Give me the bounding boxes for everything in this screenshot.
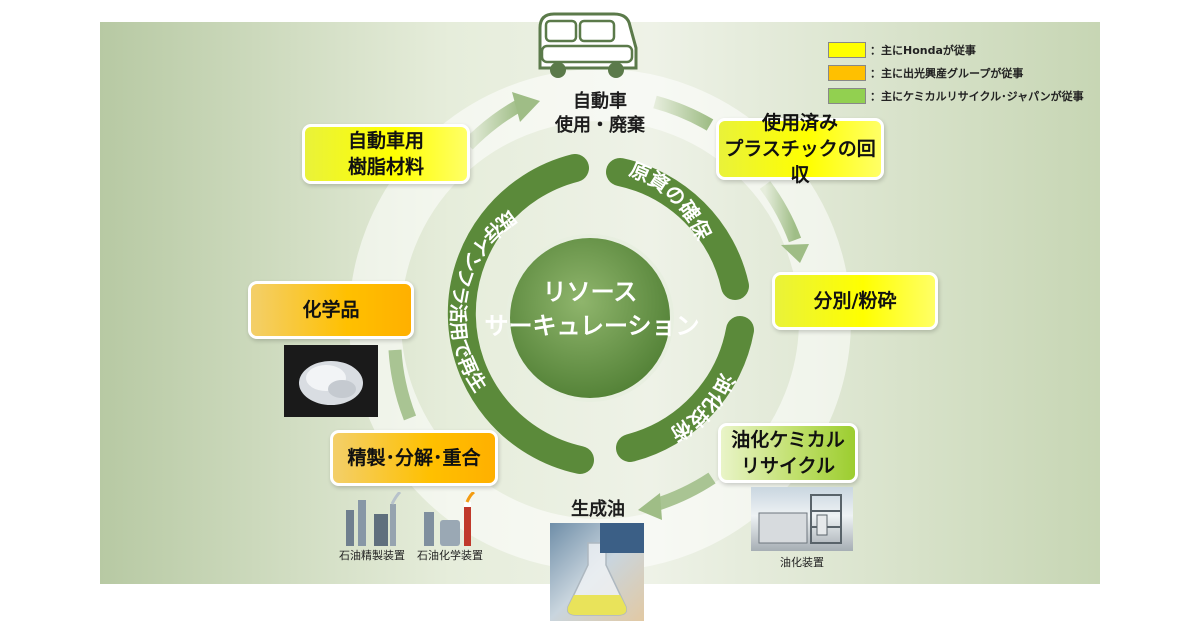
node-generated-oil: 生成油 [548,498,648,522]
flow-arrows [388,92,809,520]
node-car: 自動車 使用・廃棄 [540,90,660,138]
flow-arrow-head [781,244,809,263]
inner-ring [447,154,754,474]
node-auto-resin: 自動車用 樹脂材料 [302,124,470,184]
legend-swatch-yellow [828,42,866,58]
legend-item-idemitsu: ：主に出光興産グループが従事 [828,63,1084,83]
caption-petrochemical: 石油化学装置 [417,549,483,562]
oil-flask-photo [550,523,644,621]
center-title-line1: リソース [543,278,638,306]
center-title-line2: サーキュレーション [484,312,699,340]
refinery-illustration [340,492,406,546]
node-collection-line1: 使用済み [761,112,838,134]
legend: ：主にHondaが従事 ：主に出光興産グループが従事 ：主にケミカルリサイクル･… [828,40,1084,109]
node-car-line2: 使用・廃棄 [555,115,645,136]
chemicals-photo [284,345,378,417]
caption-oil-unit: 油化装置 [780,556,824,569]
flow-arrow-collection-to-sorting [759,181,802,243]
legend-item-honda: ：主にHondaが従事 [828,40,1084,60]
node-plastic-collection: 使用済み プラスチックの回収 [716,112,884,186]
flow-arrow-car-to-collection [653,95,714,131]
petrochemical-illustration [418,492,484,546]
node-resin-line1: 自動車用 [347,130,424,152]
ring-segment-resource [606,158,749,300]
flow-arrow-refine-to-chemicals [388,349,417,421]
node-car-line1: 自動車 [573,91,627,112]
node-refine: 精製･分解･重合 [330,430,498,486]
oil-unit-photo [751,487,853,551]
node-chemicals: 化学品 [248,281,414,339]
legend-item-cj: ：主にケミカルリサイクル･ジャパンが従事 [828,86,1084,106]
node-sorting: 分別/粉砕 [772,272,938,330]
node-oil-recycle-line2: リサイクル [740,455,836,477]
node-sorting-line1: 分別/粉砕 [813,290,897,312]
node-resin-line2: 樹脂材料 [347,156,424,178]
node-oil-line1: 生成油 [571,499,625,520]
caption-refinery: 石油精製装置 [339,549,405,562]
legend-swatch-green [828,88,866,104]
ring-segment-oil-tech [616,316,754,462]
ring-label-resource: 原資の確保 [626,157,716,244]
node-oil-chemical-recycle: 油化ケミカル リサイクル [718,423,858,483]
legend-swatch-orange [828,65,866,81]
legend-label: ：主に出光興産グループが従事 [870,67,1024,80]
legend-label: ：主にHondaが従事 [870,44,976,57]
flow-arrow-head [638,493,662,520]
ring-segment-infrastructure [447,154,594,474]
flow-arrow-head [512,92,540,122]
node-chemicals-line1: 化学品 [302,299,360,321]
legend-label: ：主にケミカルリサイクル･ジャパンが従事 [870,90,1084,103]
node-refine-line1: 精製･分解･重合 [347,447,481,469]
node-collection-line2: プラスチックの回収 [724,138,876,186]
car-icon [538,12,638,78]
center-circle [506,234,674,402]
node-oil-recycle-line1: 油化ケミカル [731,429,845,451]
